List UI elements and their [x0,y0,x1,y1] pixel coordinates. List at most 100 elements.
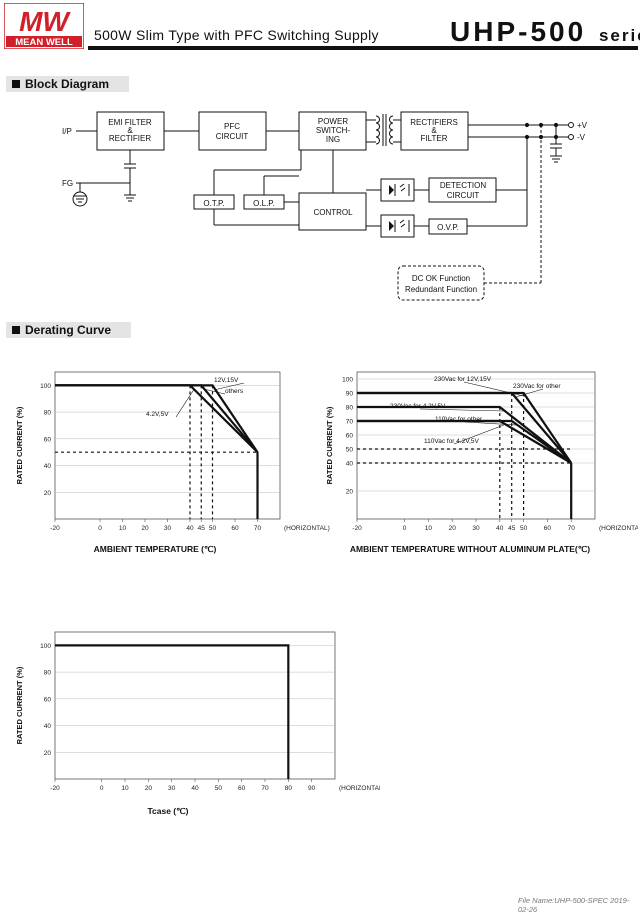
y-tick-label: 80 [346,405,354,412]
x-axis-suffix: (HORIZONTAL) [284,525,330,532]
x-tick-label: 0 [403,525,407,532]
svg-text:DC OK Function: DC OK Function [412,274,470,283]
model-title: UHP-500 series [450,16,640,48]
series-label: 110Vac for 4.2V,5V [424,438,479,445]
y-tick-label: 40 [346,461,354,468]
y-tick-label: 40 [44,723,52,730]
x-tick-label: 30 [472,525,480,532]
x-tick-label: 30 [164,525,172,532]
svg-text:O.T.P.: O.T.P. [203,199,224,208]
label-fg: FG [62,179,73,188]
block-rectifiers-filter [400,111,469,151]
svg-text:RECTIFIERS: RECTIFIERS [410,118,458,127]
series-label-pointer [205,389,226,395]
x-axis-title: AMBIENT TEMPERATURE WITHOUT ALUMINUM PLA… [350,544,590,554]
block-pfc [198,111,267,151]
x-axis-suffix: (HORIZONTAL) [599,525,638,532]
transformer-icon [375,115,380,145]
document-subtitle: 500W Slim Type with PFC Switching Supply [94,27,379,43]
svg-text:PFC: PFC [224,122,240,131]
series-line-2 [357,405,572,464]
y-tick-label: 20 [44,490,52,497]
series-label: 12V,15V [214,377,239,384]
series-label: series [598,26,640,45]
x-tick-label: 60 [238,785,246,792]
x-tick-label: 50 [520,525,528,532]
block-diagram: I/P EMI FILTER & RECTIFIER FG PFC CIRCUI… [62,111,588,301]
x-axis-suffix: (HORIZONTAL) [339,785,380,792]
series-line-0 [55,384,259,453]
y-tick-label: 80 [44,670,52,677]
y-tick-label: 50 [346,447,354,454]
x-tick-label: -20 [50,785,60,792]
plot-frame [54,631,336,780]
header-rule [88,46,638,50]
series-line-1 [55,384,259,453]
x-tick-label: 10 [121,785,129,792]
x-tick-label: 20 [145,785,153,792]
x-tick-label: 40 [496,525,504,532]
svg-text:O.V.P.: O.V.P. [437,223,459,232]
series-label: 230Vac for 12V,15V [434,376,492,383]
x-tick-label: 10 [425,525,433,532]
svg-text:CIRCUIT: CIRCUIT [447,191,480,200]
series-label: 230Vac for 4.2V,5V [390,403,446,410]
x-tick-label: 90 [308,785,316,792]
model-name: UHP-500 [450,16,587,47]
x-tick-label: 20 [449,525,457,532]
x-tick-label: 30 [168,785,176,792]
x-tick-label: 60 [231,525,239,532]
svg-text:POWER: POWER [318,117,348,126]
series-line-0 [55,644,290,779]
section-title: Block Diagram [25,77,110,91]
y-tick-label: 100 [40,643,51,650]
x-tick-label: -20 [50,525,60,532]
y-tick-label: 20 [44,750,52,757]
x-tick-label: 70 [568,525,576,532]
series-label-pointer [453,424,504,445]
svg-text:CONTROL: CONTROL [313,208,353,217]
series-label-pointer [175,389,195,418]
y-tick-label: 100 [40,383,51,390]
mean-well-logo: MW MEAN WELL [4,3,84,49]
series-label-pointer [464,421,516,426]
svg-text:MEAN WELL: MEAN WELL [15,37,73,48]
x-tick-label: 70 [261,785,269,792]
footer-filename: File Name:UHP-500-SPEC 2019-02-26 [518,896,630,914]
x-tick-label: 0 [98,525,102,532]
bullet-square-icon [12,326,20,334]
series-label: 230Vac for other [513,383,561,390]
bullet-square-icon [12,80,20,88]
y-tick-label: 60 [346,433,354,440]
series-label: 4.2V,5V [146,411,169,418]
x-tick-label: 20 [141,525,149,532]
svg-text:Redundant Function: Redundant Function [405,285,477,294]
x-tick-label: 45 [508,525,516,532]
svg-text:MW: MW [19,6,71,37]
plot-frame [54,371,281,520]
x-tick-label: 40 [191,785,199,792]
svg-text:DETECTION: DETECTION [440,181,486,190]
y-axis-title: RATED CURRENT (%) [325,406,334,484]
label-ip: I/P [62,127,72,136]
series-label: 110Vac for other [435,416,483,423]
section-block-diagram: Block Diagram [6,76,130,92]
svg-text:RECTIFIER: RECTIFIER [109,134,151,143]
svg-text:CIRCUIT: CIRCUIT [216,132,249,141]
y-tick-label: 80 [44,410,52,417]
y-tick-label: 20 [346,489,354,496]
svg-text:O.L.P.: O.L.P. [253,199,275,208]
series-label-pointer [216,382,245,390]
block-dc-ok [397,265,485,301]
x-tick-label: 10 [119,525,127,532]
section-title: Derating Curve [25,323,112,337]
section-derating-curve: Derating Curve [6,322,132,338]
series-label-pointer [419,408,504,412]
y-tick-label: 60 [44,436,52,443]
x-axis-title: AMBIENT TEMPERATURE (℃) [94,544,217,554]
label-minus-v: -V [577,133,586,142]
x-tick-label: 50 [209,525,217,532]
x-tick-label: 60 [544,525,552,532]
